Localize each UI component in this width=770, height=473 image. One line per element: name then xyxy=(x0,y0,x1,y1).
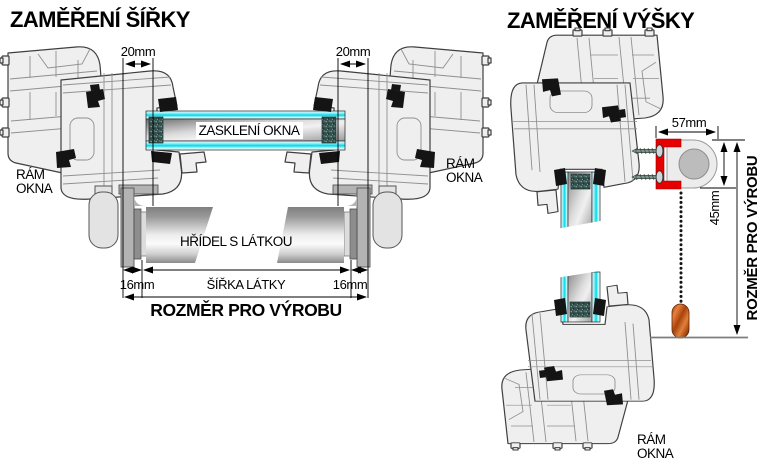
frame-label-bottom: RÁM OKNA xyxy=(637,432,674,461)
sash-foot-right xyxy=(372,185,403,249)
roller-cassette xyxy=(631,138,718,190)
dim-20mm-left: 20mm xyxy=(121,44,156,59)
frame-label-bottom-2: OKNA xyxy=(637,446,674,461)
frame-label-right-2: OKNA xyxy=(446,170,483,185)
height-dimensions: 57mm 45mm ROZMĚR PRO VÝROBU xyxy=(655,115,761,335)
glazing-seal-top xyxy=(570,173,591,190)
frame-label-right-1: RÁM xyxy=(446,156,475,171)
frame-label-left-1: RÁM xyxy=(16,167,45,182)
frame-label-left-2: OKNA xyxy=(16,181,53,196)
glazing-seal-left xyxy=(148,116,164,144)
width-dimensions: 20mm 20mm 16mm 16mm ŠÍŘKA LÁTKY ROZMĚR P… xyxy=(120,44,371,320)
dim-20mm-right: 20mm xyxy=(336,44,371,59)
glazing-seal-right xyxy=(321,116,337,144)
glazing-label: ZASKLENÍ OKNA xyxy=(199,123,300,138)
glazing-label-bg xyxy=(196,122,303,139)
production-height-label: ROZMĚR PRO VÝROBU xyxy=(743,156,761,321)
roller-shaft-right-half xyxy=(277,207,344,263)
height-title: ZAMĚŘENÍ VÝŠKY xyxy=(507,8,695,33)
screw-bottom xyxy=(631,170,664,184)
fabric-width-label: ŠÍŘKA LÁTKY xyxy=(207,277,286,292)
sash-foot-left xyxy=(88,185,119,249)
dim-16mm-left: 16mm xyxy=(120,277,155,292)
dim-16mm-right: 16mm xyxy=(333,277,368,292)
chain-weight xyxy=(671,303,690,339)
glazing-seal-bottom xyxy=(569,301,591,318)
dim-45mm: 45mm xyxy=(707,191,722,226)
vertical-glazing xyxy=(554,168,606,323)
roller-shaft-left-half xyxy=(146,207,213,263)
width-title: ZAMĚŘENÍ ŠÍŘKY xyxy=(10,7,191,32)
frame-labels: RÁM OKNA RÁM OKNA xyxy=(16,156,483,196)
fabric-roll xyxy=(678,148,710,180)
height-diagram: ZAMĚŘENÍ VÝŠKY xyxy=(501,8,761,461)
glazing-bar: ZASKLENÍ OKNA xyxy=(145,97,346,164)
screw-top xyxy=(631,144,664,158)
roller-shaft: HŘÍDEL S LÁTKOU xyxy=(146,207,344,263)
roller-shaft-label: HŘÍDEL S LÁTKOU xyxy=(180,234,292,249)
production-width-label: ROZMĚR PRO VÝROBU xyxy=(150,299,342,320)
frame-label-bottom-1: RÁM xyxy=(637,432,666,447)
dim-57mm: 57mm xyxy=(672,115,707,130)
width-diagram: ZAMĚŘENÍ ŠÍŘKY ZASKLENÍ OKNA xyxy=(0,7,492,320)
